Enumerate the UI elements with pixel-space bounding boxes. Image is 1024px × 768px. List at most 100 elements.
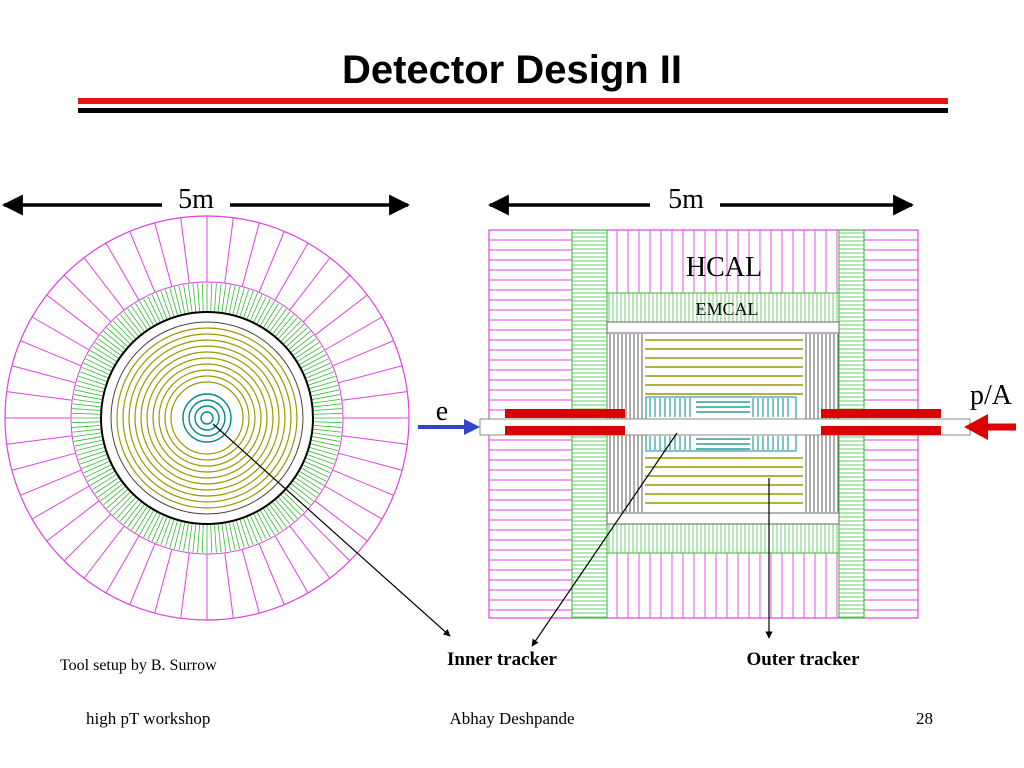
emcal-segment [131, 305, 148, 330]
electron-beam-arrow [418, 419, 480, 435]
proton-beam-arrow [964, 414, 1016, 440]
emcal-segment [139, 510, 154, 536]
hcal-segment [105, 535, 140, 594]
tracker-ring [134, 345, 280, 491]
emcal-segment [253, 513, 267, 540]
emcal-segment [312, 398, 341, 404]
tracker-ring [158, 369, 256, 467]
hcal-segment [46, 294, 100, 336]
emcal-segment [187, 523, 193, 552]
hcal-segment [63, 513, 112, 562]
emcal-segment [92, 474, 117, 490]
emcal-segment [313, 412, 342, 415]
emcal-segment [293, 480, 317, 498]
emcal-segment [232, 286, 241, 315]
emcal-segment [106, 327, 128, 347]
hcal-segment [338, 365, 403, 384]
emcal-segment [169, 520, 178, 548]
emcal-segment [89, 350, 115, 365]
emcal-segment [83, 461, 110, 474]
emcal-segment [173, 521, 182, 550]
tracker-ring [116, 327, 298, 509]
emcal-segment [236, 288, 245, 316]
electron-label: e [436, 396, 448, 427]
outer-tracker-label: Outer tracker [746, 649, 860, 670]
emcal-segment [127, 504, 145, 528]
support-bar-bottom [606, 512, 840, 525]
hcal-segment [332, 469, 394, 496]
emcal-segment [94, 477, 119, 494]
emcal-segment [312, 394, 341, 400]
emcal-segment [80, 454, 107, 465]
end-view [4, 215, 410, 621]
beam-magnet-right-bottom [821, 426, 941, 435]
emcal-segment [109, 492, 131, 513]
emcal-segment [119, 314, 139, 337]
emcal-segment [239, 289, 250, 317]
page-number: 28 [916, 709, 933, 728]
emcal-segment [232, 521, 241, 550]
emcal-segment [201, 524, 204, 553]
footer-event: high pT workshop [86, 709, 211, 728]
emcal-segment [312, 436, 341, 442]
emcal-segment [272, 502, 291, 525]
emcal-segment [143, 512, 158, 538]
emcal-segment [311, 389, 340, 397]
emcal-segment [187, 284, 193, 313]
emcal-ring [72, 283, 342, 553]
hcal-segment [154, 549, 173, 614]
tracker-ring [146, 357, 268, 479]
emcal-segment [173, 286, 182, 315]
emcal-segment [197, 524, 200, 553]
emcal-segment [72, 425, 101, 428]
inner-tracker-ring [200, 411, 214, 425]
emcal-segment [183, 523, 189, 552]
emcal-segment [263, 508, 279, 533]
emcal-segment [94, 342, 119, 359]
hcal-segment [6, 435, 73, 445]
inner-tracker-rings [182, 393, 232, 443]
hcal-segment [289, 257, 331, 311]
right-width-label: 5m [668, 184, 704, 215]
emcal-segment [293, 338, 317, 356]
emcal-segment [308, 450, 336, 461]
hcal-segment [314, 294, 368, 336]
footer-author: Abhay Deshpande [449, 709, 575, 728]
emcal-segment [72, 421, 101, 424]
support-bar-top [606, 321, 840, 334]
emcal-segment [228, 285, 236, 314]
hcal-segment [289, 525, 331, 579]
emcal-segment [310, 384, 339, 393]
hcal-segment [341, 435, 408, 445]
emcal-segment [295, 342, 320, 359]
emcal-segment [77, 380, 105, 389]
emcal-segment [301, 467, 327, 482]
emcal-segment [75, 443, 104, 452]
hcal-segment [324, 485, 383, 520]
emcal-segment [100, 483, 123, 502]
hcal-segment [224, 552, 234, 619]
emcal-segment [272, 311, 291, 334]
emcal-segment [260, 300, 275, 326]
hcal-segment [274, 535, 309, 594]
emcal-segment [306, 367, 333, 379]
emcal-segment [243, 518, 254, 545]
hcal-segment [31, 316, 90, 351]
emcal-segment [221, 284, 227, 313]
emcal-segment [112, 320, 133, 342]
emcal-segment [286, 327, 308, 347]
emcal-segment [112, 494, 133, 516]
emcal-segment [221, 523, 227, 552]
emcal-segment [147, 513, 161, 540]
emcal-segment [253, 296, 267, 323]
emcal-segment [312, 432, 341, 438]
emcal-segment [83, 362, 110, 375]
inner-tracker-ring [188, 399, 226, 437]
hcal-segment [258, 231, 285, 293]
emcal-segment [281, 494, 302, 516]
emcal-segment [210, 524, 213, 553]
hcal-ring [5, 216, 409, 620]
emcal-segment [302, 358, 329, 372]
emcal-segment [116, 497, 136, 519]
emcal-segment [288, 330, 311, 350]
